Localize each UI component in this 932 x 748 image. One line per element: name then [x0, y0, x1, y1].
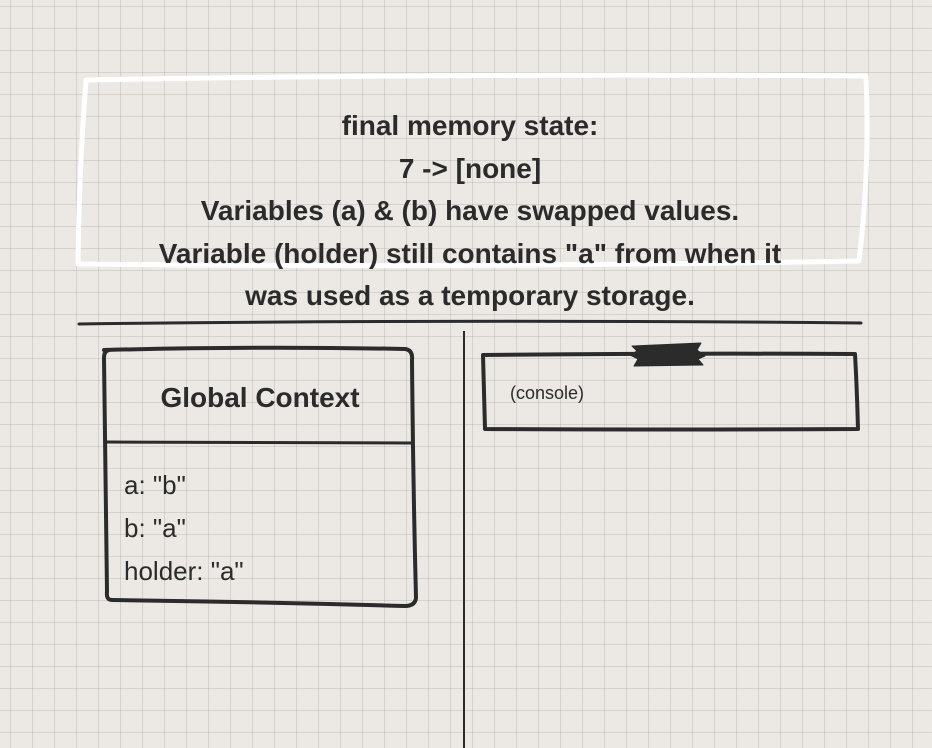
variable-entry: b: "a" — [124, 513, 186, 543]
memory-state-summary: final memory state: 7 -> [none] Variable… — [80, 105, 860, 318]
console-label: (console) — [510, 383, 585, 403]
global-context-separator — [105, 440, 413, 445]
summary-highlight-box — [75, 72, 870, 268]
summary-line: Variable (holder) still contains "a" fro… — [158, 237, 782, 269]
horizontal-divider — [77, 319, 863, 326]
summary-line: 7 -> [none] — [398, 152, 542, 184]
summary-line: was used as a temporary storage. — [245, 280, 695, 311]
variable-entry: a: "b" — [124, 470, 186, 500]
global-context-variables: a: "b" b: "a" holder: "a" — [124, 464, 404, 593]
variable-entry: holder: "a" — [124, 556, 244, 586]
console-tape-icon — [629, 342, 706, 367]
summary-line: final memory state: — [341, 110, 599, 141]
global-context-title: Global Context — [160, 382, 360, 413]
summary-line: Variables (a) & (b) have swapped values. — [200, 195, 740, 226]
global-context-box — [102, 345, 418, 608]
